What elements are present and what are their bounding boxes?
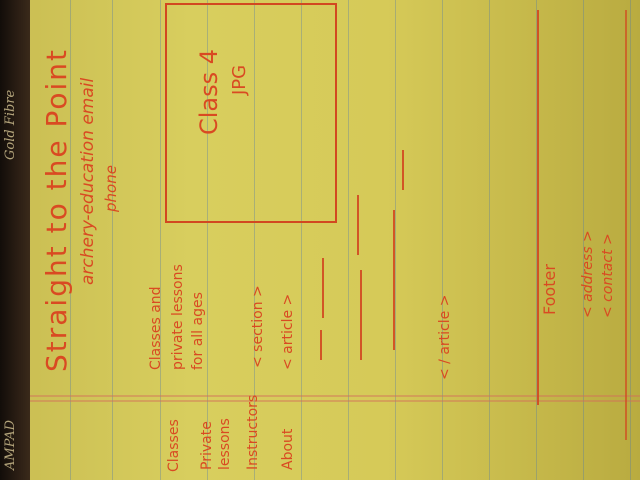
nav-item-about[interactable]: About: [280, 428, 296, 470]
content-scribble: [402, 150, 404, 190]
ruled-line: [112, 0, 113, 480]
nav-item-classes[interactable]: Classes: [166, 419, 182, 472]
footer-address: < address >: [580, 230, 596, 318]
ruled-line: [207, 0, 208, 480]
margin-line: [0, 395, 640, 397]
image-label: Class 4: [195, 48, 223, 135]
classes-line-2: private lessons: [170, 264, 186, 370]
ruled-line: [630, 0, 631, 480]
binding-brand-top: Gold Fibre: [3, 89, 18, 160]
ruled-line: [348, 0, 349, 480]
content-scribble: [322, 258, 324, 318]
ruled-line: [301, 0, 302, 480]
classes-line-1: Classes and: [148, 286, 164, 370]
ruled-line: [489, 0, 490, 480]
pad-binding: AMPAD Gold Fibre: [0, 0, 30, 480]
site-title: Straight to the Point: [40, 48, 73, 372]
ruled-line: [583, 0, 584, 480]
ruled-line: [536, 0, 537, 480]
ruled-line: [395, 0, 396, 480]
section-tag: < section >: [250, 285, 266, 368]
content-scribble: [360, 270, 362, 360]
footer-divider: [537, 10, 539, 405]
content-scribble: [357, 195, 359, 255]
image-format: JPG: [229, 64, 250, 95]
ruled-line: [254, 0, 255, 480]
site-phone: phone: [102, 165, 120, 212]
footer-contact: < contact >: [600, 233, 616, 318]
site-subtitle: archery-education email: [78, 77, 98, 285]
content-scribble: [393, 210, 395, 350]
ruled-line: [442, 0, 443, 480]
footer-label: Footer: [540, 264, 559, 315]
image-placeholder: Class 4 JPG: [165, 3, 337, 223]
classes-line-3: for all ages: [190, 292, 206, 370]
content-scribble: [320, 330, 322, 360]
ruled-line: [70, 0, 71, 480]
article-open-tag: < article >: [280, 293, 296, 370]
footer-divider-right: [625, 10, 627, 440]
nav-item-private-lessons[interactable]: Private lessons: [199, 418, 233, 470]
binding-brand-left: AMPAD: [3, 419, 18, 470]
ruled-line: [160, 0, 161, 480]
nav-item-instructors[interactable]: Instructors: [245, 394, 261, 470]
margin-line: [0, 400, 640, 402]
article-close-tag: < / article >: [437, 294, 453, 380]
